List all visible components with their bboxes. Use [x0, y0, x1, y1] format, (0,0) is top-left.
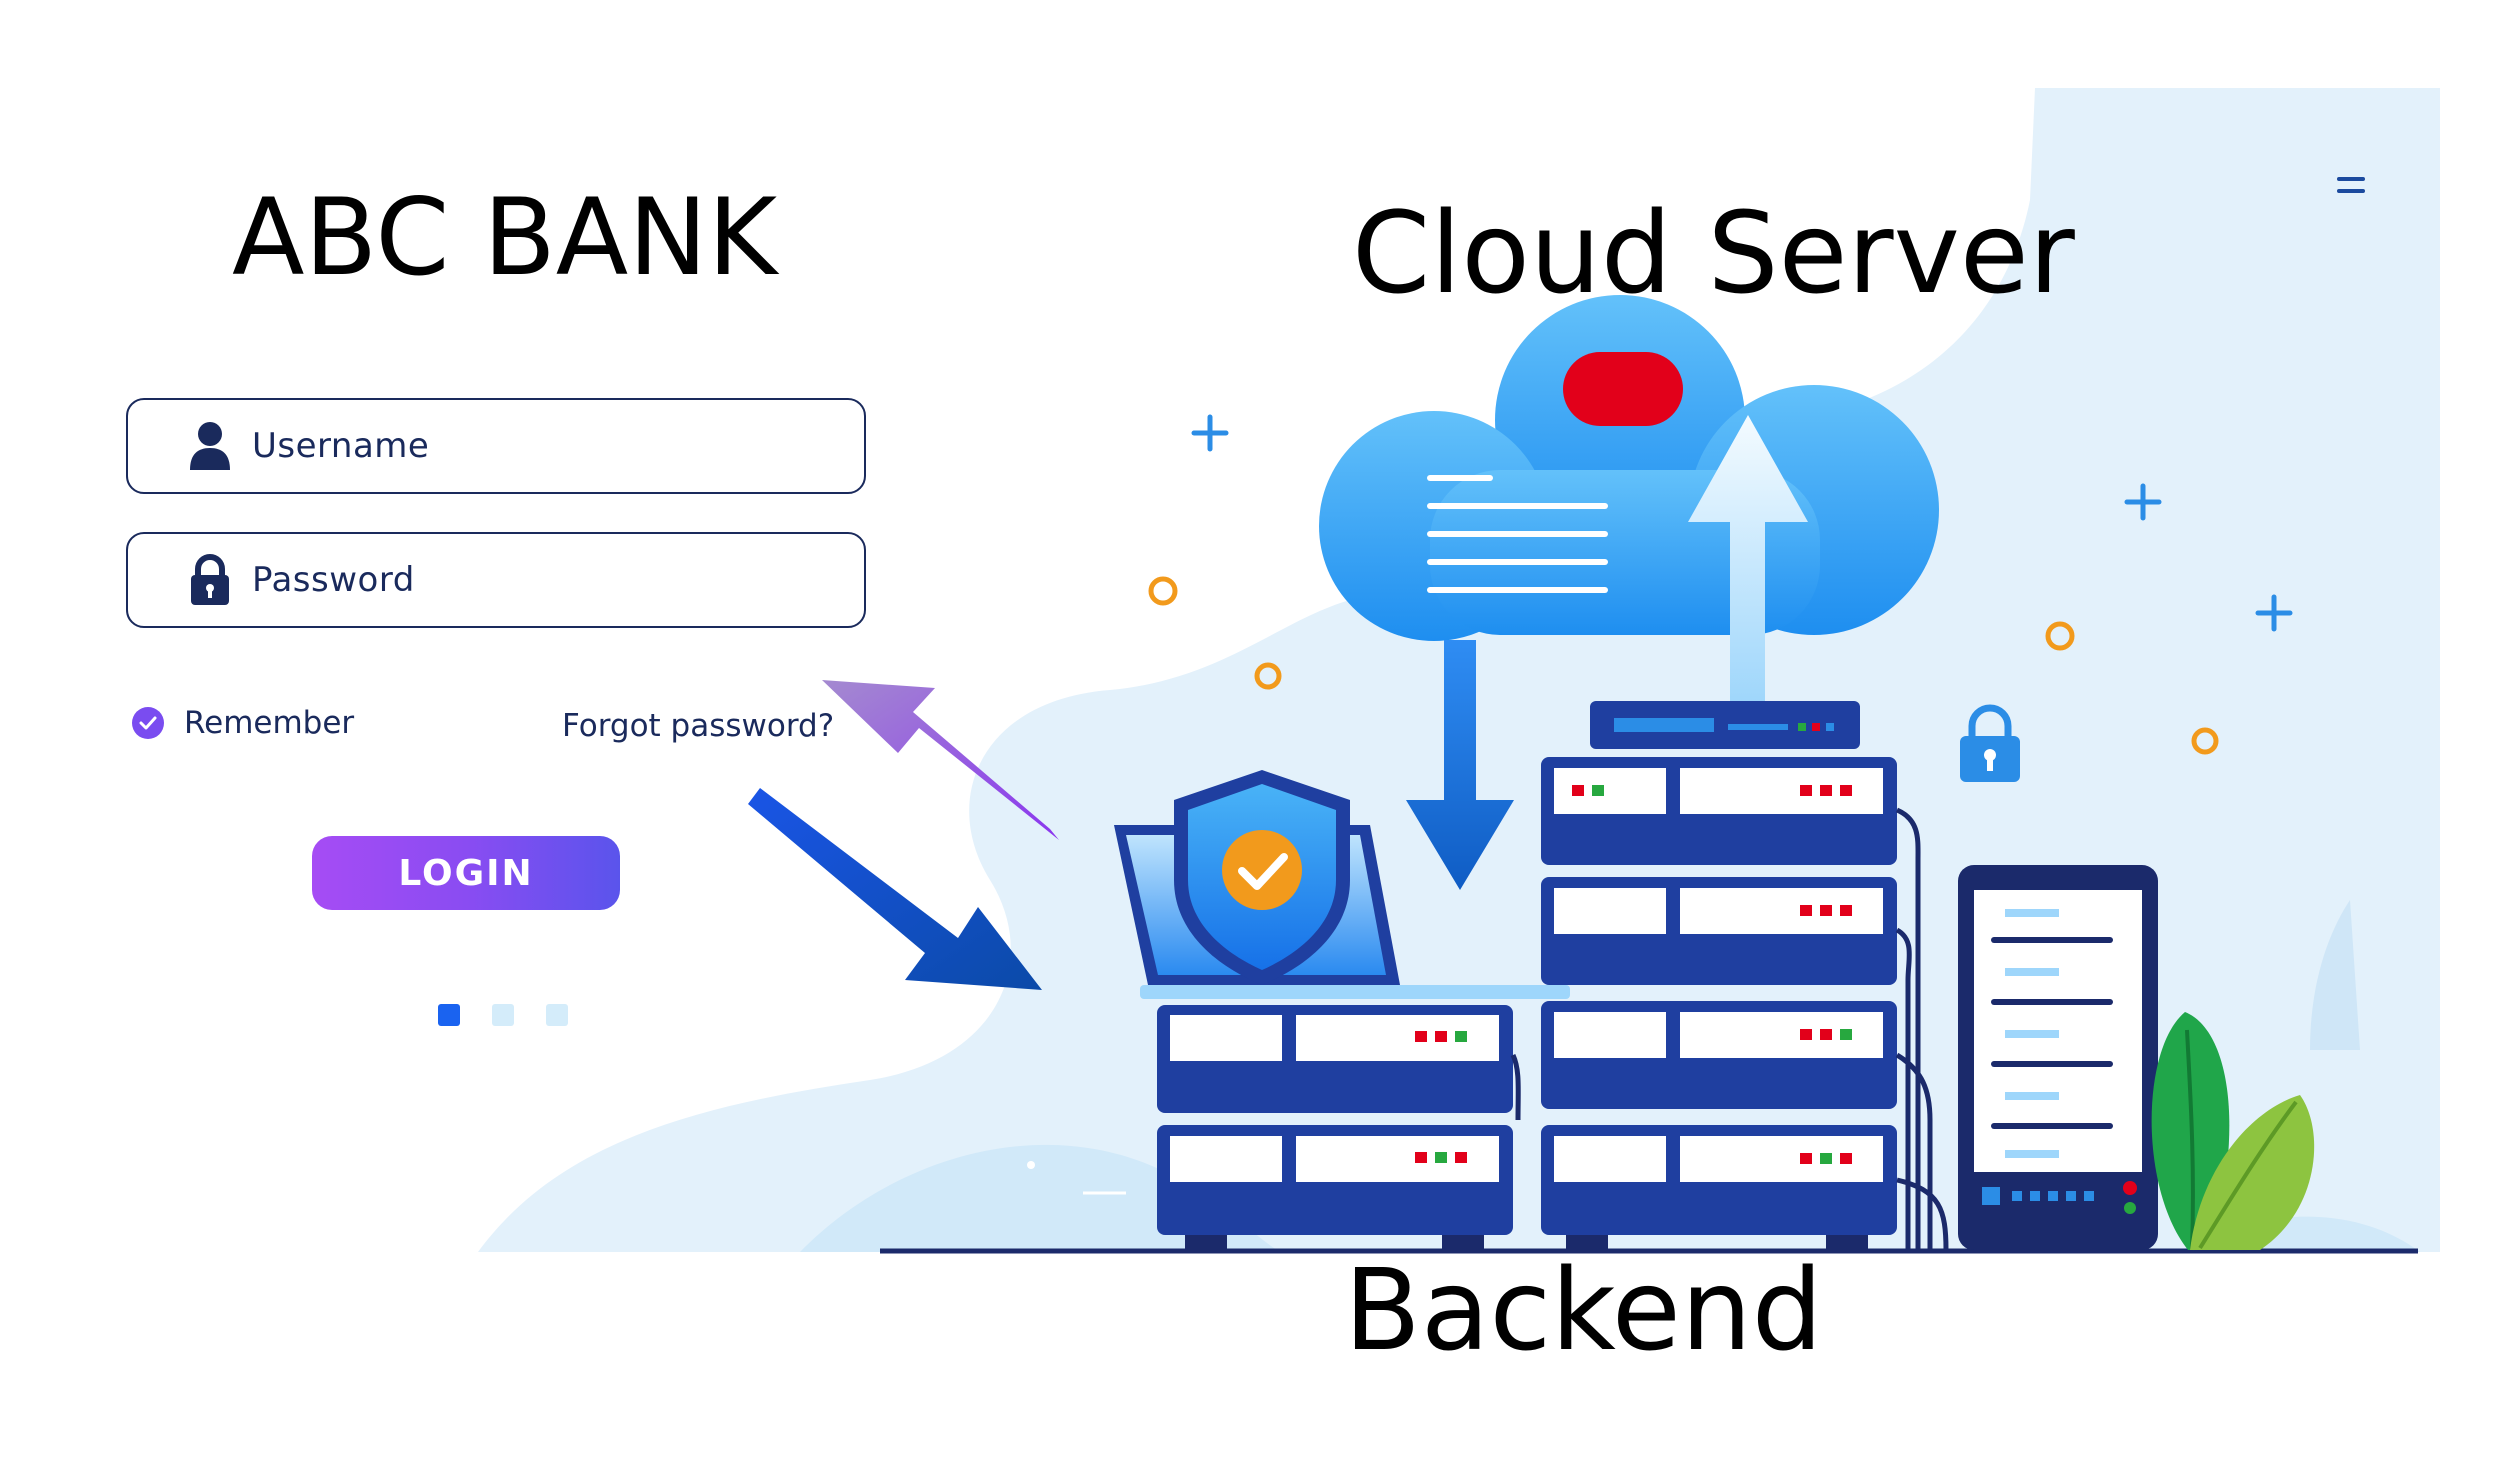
username-placeholder: Username — [252, 426, 430, 466]
backend-title: Backend — [1344, 1246, 1823, 1376]
ring-decoration — [2191, 727, 2219, 755]
plus-icon — [1191, 414, 1229, 452]
plus-icon — [2124, 483, 2162, 521]
plant-decoration — [2151, 1012, 2315, 1251]
arrow-to-backend — [748, 788, 1042, 990]
server-rack-right — [1541, 701, 1897, 1249]
download-arrow — [1406, 640, 1514, 890]
remember-checkbox[interactable]: Remember — [132, 705, 354, 741]
cloud-icon — [1319, 295, 1939, 641]
lock-icon — [186, 552, 234, 608]
checkmark-icon — [132, 707, 164, 739]
padlock-icon — [1960, 704, 2020, 782]
carousel-pager — [438, 1004, 568, 1026]
ring-decoration — [1148, 576, 1178, 606]
pager-dot-3[interactable] — [546, 1004, 568, 1026]
user-icon — [186, 418, 234, 474]
background-sketch — [2310, 900, 2360, 1050]
login-button[interactable]: LOGIN — [312, 836, 620, 910]
cloud-server-title: Cloud Server — [1352, 189, 2075, 319]
tower-server — [1958, 865, 2158, 1250]
password-field[interactable]: Password — [126, 532, 866, 628]
bank-title: ABC BANK — [232, 176, 778, 299]
background-dot — [1027, 1161, 1035, 1169]
ring-decoration — [1254, 662, 1282, 690]
remember-label: Remember — [184, 705, 355, 741]
forgot-password-link[interactable]: Forgot password? — [562, 708, 835, 744]
equals-icon — [2337, 177, 2365, 193]
server-cables — [1510, 807, 1949, 1251]
pager-dot-1[interactable] — [438, 1004, 460, 1026]
pager-dot-2[interactable] — [492, 1004, 514, 1026]
document-lines — [1427, 475, 1608, 593]
password-placeholder: Password — [252, 560, 415, 600]
arrow-to-login — [822, 680, 1059, 840]
cloud-status-indicator — [1563, 352, 1683, 426]
ring-decoration — [2045, 621, 2075, 651]
shield-check-icon — [1174, 770, 1350, 985]
plus-icon — [2255, 594, 2293, 632]
username-field[interactable]: Username — [126, 398, 866, 494]
server-rack-left — [1157, 1005, 1513, 1249]
upload-arrow — [1688, 415, 1808, 705]
